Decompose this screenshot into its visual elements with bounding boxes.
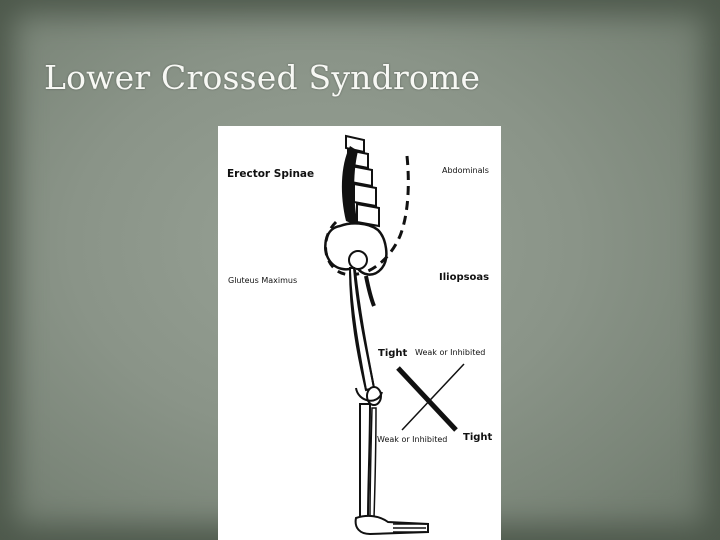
erector-spinae-muscle	[341, 146, 358, 226]
abdominals-line	[365, 155, 410, 274]
tibia	[359, 403, 372, 519]
gluteus-maximus-muscle	[364, 275, 376, 307]
toes	[393, 523, 426, 533]
lower-crossed-syndrome-figure: Erector Spinae Abdominals Gluteus Maximu…	[218, 126, 501, 540]
label-abdominals: Abdominals	[442, 166, 489, 175]
label-weak-bottom: Weak or Inhibited	[377, 435, 448, 444]
label-tight-top: Tight	[378, 348, 408, 359]
skeleton-illustration	[324, 134, 465, 536]
label-tight-bottom: Tight	[463, 432, 493, 443]
tight-axis-line	[396, 366, 458, 432]
label-iliopsoas: Iliopsoas	[439, 272, 490, 283]
label-gluteus-maximus: Gluteus Maximus	[228, 276, 298, 285]
knee-joint	[355, 387, 383, 402]
slide-title: Lower Crossed Syndrome	[44, 58, 481, 97]
fibula	[369, 407, 377, 519]
label-weak-top: Weak or Inhibited	[415, 348, 486, 357]
weak-axis-line	[401, 363, 465, 431]
label-erector-spinae: Erector Spinae	[227, 168, 315, 180]
femur-shaft	[349, 269, 375, 391]
foot	[354, 514, 429, 536]
hip-joint	[348, 250, 368, 270]
